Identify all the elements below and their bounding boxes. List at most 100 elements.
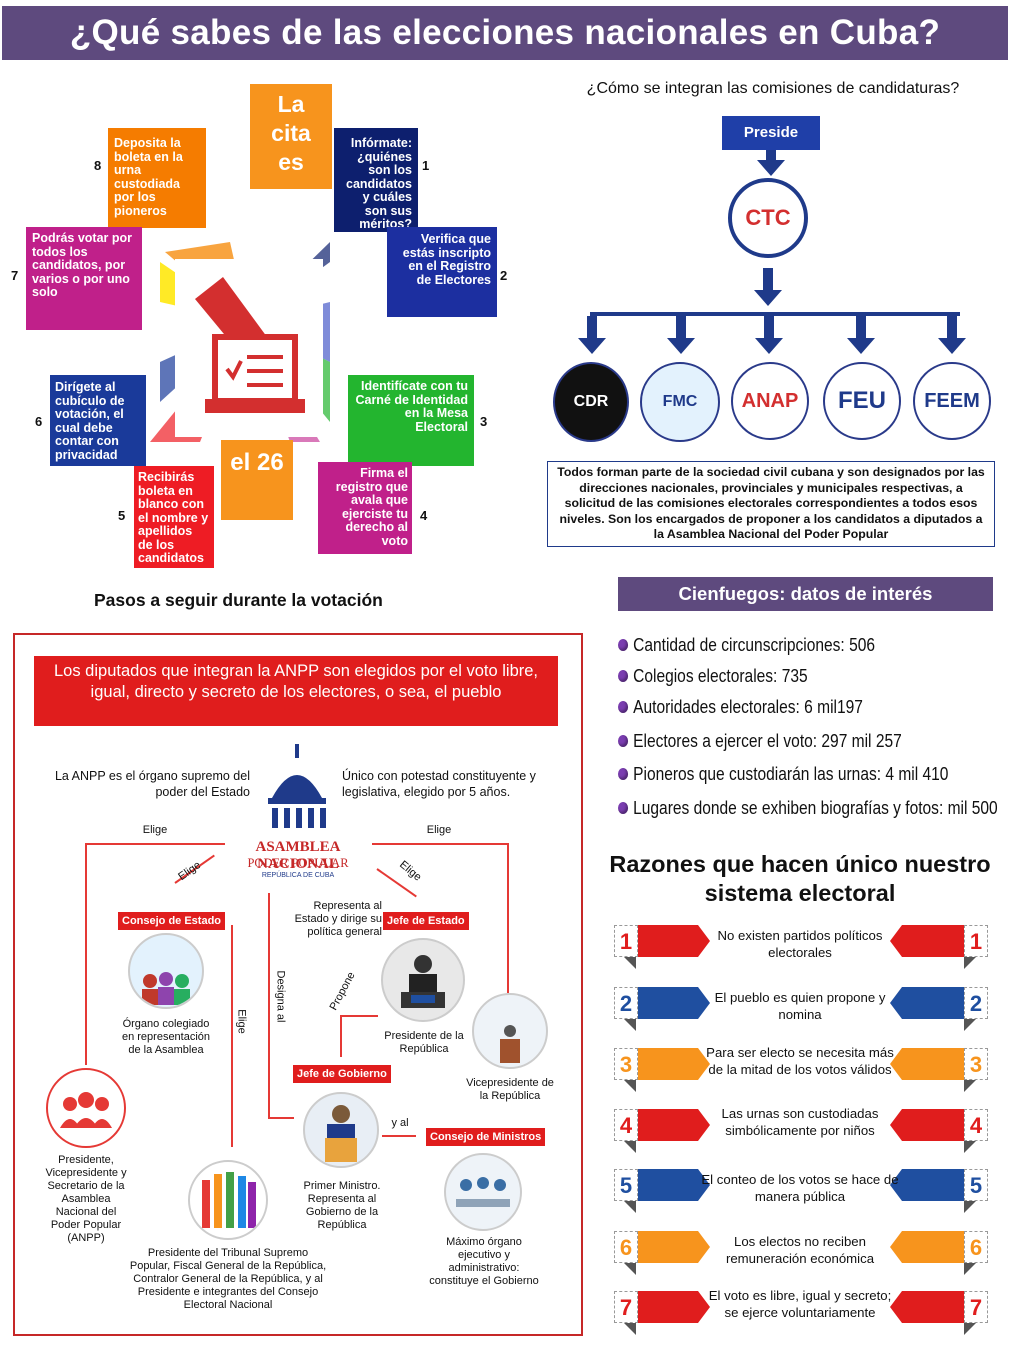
org-arrow-4 bbox=[847, 316, 875, 354]
cienfuegos-item: Electores a ejercer el voto: 297 mil 257 bbox=[618, 729, 902, 753]
connector-center-horizontal bbox=[268, 1117, 294, 1119]
people-group-icon bbox=[142, 972, 190, 1005]
consejo-ministros-label: Consejo de Ministros bbox=[426, 1128, 546, 1146]
step-2: Verifica que estás inscripto en el Regis… bbox=[387, 227, 497, 317]
reason-number-right: 6 bbox=[964, 1231, 988, 1263]
ballot-box-panel bbox=[175, 259, 323, 437]
reason-text: El pueblo es quien propone y nomina bbox=[714, 990, 886, 1022]
date-bottom-block: el 26 bbox=[221, 440, 293, 520]
cienfuegos-item-text: Cantidad de circunscripciones: 506 bbox=[633, 634, 876, 655]
cienfuegos-item: Pioneros que custodiarán las urnas: 4 mi… bbox=[618, 762, 948, 786]
reason-number-right: 2 bbox=[964, 987, 988, 1019]
consejo-estado-desc: Órgano colegiado en representación de la… bbox=[121, 1018, 211, 1056]
presidencia-anpp-image bbox=[46, 1068, 126, 1148]
step-3: Identifícate con tu Carné de Identidad e… bbox=[348, 375, 474, 466]
jefe-gobierno-label: Jefe de Gobierno bbox=[293, 1065, 391, 1083]
reason-text: Los electos no reciben remuneración econ… bbox=[725, 1234, 875, 1266]
podium-icon bbox=[500, 1025, 520, 1063]
primer-ministro-image bbox=[303, 1092, 379, 1168]
elige-label-vertical: Elige bbox=[235, 1009, 248, 1034]
reason-number-left: 4 bbox=[614, 1109, 638, 1141]
step-4-text: Firma el registro que avala que ejercist… bbox=[335, 466, 408, 548]
jefe-estado-label: Jefe de Estado bbox=[383, 912, 469, 930]
preside-box: Preside bbox=[722, 116, 820, 150]
anpp-frame bbox=[13, 633, 583, 1336]
voting-caption: Pasos a seguir durante la votación bbox=[94, 590, 383, 610]
reason-text: El voto es libre, igual y secreto; se ej… bbox=[708, 1288, 892, 1320]
connector-right-top bbox=[372, 843, 508, 845]
org-arrow-1 bbox=[578, 316, 606, 354]
cienfuegos-item: Lugares donde se exhiben biografías y fo… bbox=[618, 796, 998, 820]
step-2-text: Verifica que estás inscripto en el Regis… bbox=[402, 232, 491, 287]
reason-ribbon-left bbox=[624, 1048, 710, 1092]
cienfuegos-item-text: Pioneros que custodiarán las urnas: 4 mi… bbox=[633, 763, 949, 784]
consejo-estado-image bbox=[128, 933, 204, 1009]
cienfuegos-item-text: Lugares donde se exhiben biografías y fo… bbox=[633, 797, 998, 818]
date-bottom-text: el 26 bbox=[230, 449, 284, 476]
step-1: Infórmate: ¿quiénes son los candidatos y… bbox=[334, 128, 418, 232]
date-top-block: La cita es bbox=[250, 84, 332, 189]
reason-number-right: 4 bbox=[964, 1109, 988, 1141]
ballot-box-icon bbox=[195, 277, 305, 413]
reason-ribbon-left bbox=[624, 925, 710, 969]
date-top-text: La cita es bbox=[271, 91, 311, 175]
elige-label-right: Elige bbox=[426, 824, 452, 836]
step-8: Deposita la boleta en la urna custodiada… bbox=[108, 128, 206, 228]
anpp-right-text: Único con potestad constituyente y legis… bbox=[342, 769, 536, 799]
anpp-logo-line2: PODER POPULAR bbox=[247, 856, 349, 870]
connector-propone-h bbox=[340, 1015, 378, 1017]
cienfuegos-item-text: Autoridades electorales: 6 mil197 bbox=[633, 696, 863, 717]
reason-number-left: 3 bbox=[614, 1048, 638, 1080]
meeting-icon bbox=[456, 1177, 510, 1207]
connector-left-top bbox=[85, 843, 225, 845]
reason-ribbon-right bbox=[890, 1231, 976, 1275]
reason-ribbon-right bbox=[890, 987, 976, 1031]
step-5: Recibirás boleta en blanco con el nombre… bbox=[134, 466, 214, 568]
cienfuegos-header: Cienfuegos: datos de interés bbox=[618, 577, 993, 611]
feu-logo: FEU bbox=[823, 362, 901, 440]
cienfuegos-item-text: Electores a ejercer el voto: 297 mil 257 bbox=[633, 730, 902, 751]
reason-ribbon-right bbox=[890, 1169, 976, 1213]
step-7: Podrás votar por todos los candidatos, p… bbox=[26, 227, 142, 330]
step-7-text: Podrás votar por todos los candidatos, p… bbox=[32, 231, 133, 299]
reason-number-right: 5 bbox=[964, 1169, 988, 1201]
otros-cargos-image bbox=[188, 1160, 268, 1240]
otros-cargos-label: Presidente del Tribunal Supremo Popular,… bbox=[129, 1247, 327, 1311]
step-1-text: Infórmate: ¿quiénes son los candidatos y… bbox=[346, 136, 412, 231]
reason-number-left: 1 bbox=[614, 925, 638, 957]
voting-steps-diagram: La cita es el 26 Deposita la boleta en l… bbox=[0, 62, 520, 572]
bullet-icon bbox=[618, 639, 629, 651]
step-6-number: 6 bbox=[35, 414, 43, 429]
presidente-label: Presidente de la República bbox=[384, 1030, 464, 1055]
anap-logo: ANAP bbox=[731, 362, 809, 440]
step-5-text: Recibirás boleta en blanco con el nombre… bbox=[138, 470, 209, 565]
designa-label: Designa al bbox=[274, 970, 287, 1023]
presidente-image bbox=[381, 938, 465, 1022]
reason-ribbon-right bbox=[890, 1109, 976, 1153]
bullet-icon bbox=[618, 768, 629, 780]
connector-left-vertical bbox=[85, 843, 87, 1065]
primer-ministro-label: Primer Ministro. Representa al Gobierno … bbox=[303, 1180, 381, 1231]
reason-ribbon-right bbox=[890, 1291, 976, 1335]
reason-ribbon-left bbox=[624, 1231, 710, 1275]
bullet-icon bbox=[618, 802, 629, 814]
cienfuegos-item-text: Colegios electorales: 735 bbox=[633, 665, 808, 686]
cienfuegos-item: Autoridades electorales: 6 mil197 bbox=[618, 695, 863, 719]
step-3-number: 3 bbox=[480, 414, 488, 429]
connector-yal bbox=[382, 1135, 416, 1137]
fmc-logo: FMC bbox=[640, 362, 720, 442]
cdr-logo: CDR bbox=[553, 362, 629, 442]
reason-ribbon-right bbox=[890, 925, 976, 969]
org-arrow-2 bbox=[667, 316, 695, 354]
cienfuegos-item: Cantidad de circunscripciones: 506 bbox=[618, 633, 875, 657]
anpp-logo-line3: REPÚBLICA DE CUBA bbox=[261, 872, 335, 879]
speaker-podium-icon bbox=[401, 955, 445, 1008]
connector-elige-down bbox=[231, 925, 233, 1147]
vicepresidente-label: Vicepresidente de la República bbox=[466, 1077, 554, 1102]
cienfuegos-item: Colegios electorales: 735 bbox=[618, 664, 808, 688]
elige-label-left: Elige bbox=[142, 824, 168, 836]
bullet-icon bbox=[618, 735, 629, 747]
commissions-question: ¿Cómo se integran las comisiones de cand… bbox=[586, 80, 960, 97]
page-title: ¿Qué sabes de las elecciones nacionales … bbox=[2, 6, 1008, 60]
reason-number-left: 6 bbox=[614, 1231, 638, 1263]
